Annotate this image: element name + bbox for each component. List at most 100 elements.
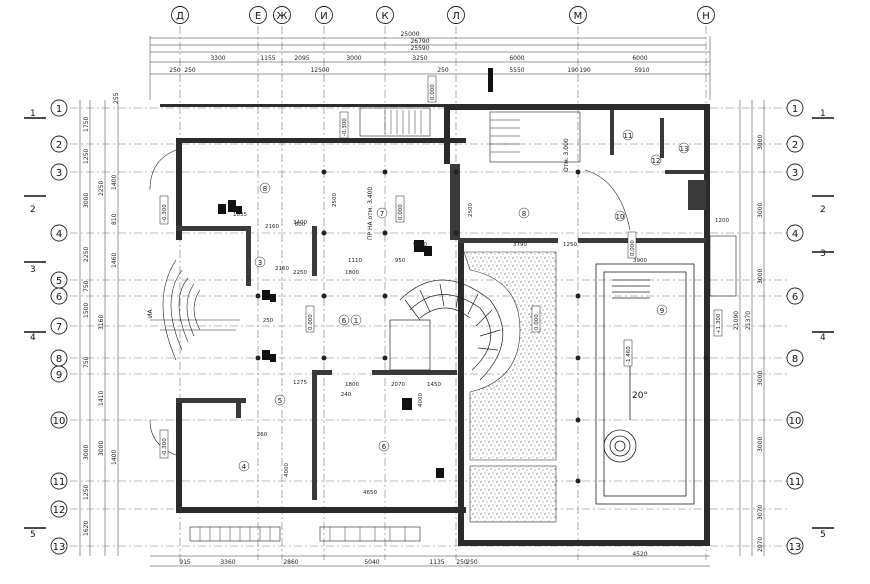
level-note: Отм. 3.000 — [563, 138, 570, 172]
axis-label: И — [320, 11, 327, 22]
row-axis-bubbles-left: 1 2 3 4 5 6 7 8 9 10 11 12 13 — [50, 99, 68, 555]
curved-entry-stairs — [149, 149, 240, 456]
svg-text:6: 6 — [342, 317, 347, 325]
dim-right: 3000 — [757, 371, 764, 386]
svg-text:0.000: 0.000 — [308, 314, 314, 330]
dim-right: 3070 — [757, 505, 764, 520]
windows — [189, 107, 737, 542]
dim-inner: 1450 — [427, 382, 441, 388]
elevation-tag: 0.000 — [531, 305, 541, 333]
room-marker: 6 — [338, 314, 350, 326]
room-marker: 3 — [254, 256, 266, 268]
dim-inner: 5000 — [413, 242, 427, 248]
room-marker: 13 — [678, 142, 690, 154]
svg-text:0.000: 0.000 — [430, 84, 436, 100]
axis-bubble-col-4: И — [315, 6, 333, 24]
bottom-dimension-text: 915 3360 2860 5040 1135 250 250 4520 — [179, 551, 648, 566]
notes: ПР НА отм. 3.400 20° Отм. 3.000 ИА — [147, 138, 648, 401]
room-marker: 9 — [656, 304, 668, 316]
room-marker: 10 — [614, 210, 626, 222]
svg-text:10: 10 — [53, 416, 66, 427]
dim-bottom: 5040 — [364, 559, 379, 566]
svg-text:9: 9 — [660, 307, 664, 315]
elevation-tag: -0.300 — [159, 429, 169, 459]
section-mark: 2 — [820, 205, 826, 215]
dim-inner: 4000 — [284, 463, 290, 477]
svg-text:2: 2 — [792, 140, 798, 151]
elevation-tags: 0.000 0.000 -0.300 0.000 0.000 -1.460 -0… — [159, 75, 723, 459]
svg-text:0.000: 0.000 — [534, 314, 540, 330]
svg-text:10: 10 — [616, 213, 625, 221]
axis-bubble-row: 10 — [50, 411, 68, 429]
interior-walls — [176, 110, 706, 500]
dim-bottom: 1135 — [429, 559, 444, 566]
stair-label: ИА — [147, 309, 154, 318]
room-marker: 11 — [622, 129, 634, 141]
dim-bottom: 250 — [456, 559, 468, 566]
dim-sub: 5910 — [634, 67, 649, 74]
axis-bubble-row: 4 — [50, 224, 68, 242]
axis-bubble-col-8: Н — [697, 6, 715, 24]
interior-dimensions: 3400 5000 3790 1250 3900 1110 950 1800 2… — [233, 193, 729, 496]
svg-text:12: 12 — [53, 505, 66, 516]
room-marker: 8 — [259, 182, 271, 194]
top-dimension-text: 25000 26790 25590 3300 1155 2095 3000 32… — [169, 31, 650, 74]
svg-text:-1.460: -1.460 — [626, 346, 632, 364]
svg-text:+1.300: +1.300 — [716, 313, 722, 334]
dim-sub: 12500 — [310, 67, 329, 74]
dim-left: 3160 — [98, 315, 105, 330]
axis-bubble-row: 13 — [50, 537, 68, 555]
axis-bubble-col-1: Д — [171, 6, 189, 24]
section-mark: 4 — [30, 333, 36, 343]
axis-label: Ж — [277, 11, 288, 22]
elevation-tag: -1.460 — [623, 339, 633, 367]
stair-treads — [199, 110, 422, 541]
svg-text:11: 11 — [53, 477, 66, 488]
axis-bubble-row: 1 — [50, 99, 68, 117]
dim-inner: 250 — [263, 318, 274, 324]
svg-text:13: 13 — [53, 542, 66, 553]
dim-right: 2070 — [757, 537, 764, 552]
dim-inner: 1250 — [563, 242, 577, 248]
dim-left: 2250 — [98, 181, 105, 196]
dim-inner: 240 — [341, 392, 352, 398]
elevation-tag: 0.000 — [627, 231, 637, 259]
axis-bubble-row: 5 — [50, 271, 68, 289]
fixtures — [218, 68, 493, 478]
svg-text:4: 4 — [56, 229, 62, 240]
stair-note: ПР НА отм. 3.400 — [367, 187, 374, 240]
section-mark: 1 — [30, 109, 36, 119]
elevation-tag: +1.300 — [713, 309, 723, 337]
dim-left: 1400 — [111, 450, 118, 465]
dim-inner: 3400 — [293, 220, 307, 226]
section-mark: 3 — [30, 265, 36, 275]
svg-text:3: 3 — [792, 168, 798, 179]
dim-inner: 260 — [257, 432, 268, 438]
terrace-paving — [463, 251, 557, 523]
dim-left: 3000 — [98, 441, 105, 456]
axis-bubble-col-6: Л — [447, 6, 465, 24]
angle-note: 20° — [632, 391, 648, 401]
dim-bottom: 915 — [179, 559, 191, 566]
room-number-markers: 8 7 8 10 11 12 13 6 5 4 3 9 6 1 — [238, 129, 690, 472]
bottom-dimension-lines — [150, 555, 710, 567]
dim-left: 1410 — [98, 391, 105, 406]
svg-text:7: 7 — [56, 322, 62, 333]
axis-bubble-row: 11 — [786, 472, 804, 490]
axis-label: Н — [702, 11, 710, 22]
svg-text:6: 6 — [792, 292, 798, 303]
section-mark: 1 — [820, 109, 826, 119]
dim-inner: 3790 — [513, 242, 527, 248]
dim-left: 1460 — [111, 253, 118, 268]
dim-bottom: 3360 — [220, 559, 235, 566]
svg-text:1: 1 — [56, 104, 62, 115]
axis-bubble-row: 1 — [786, 99, 804, 117]
axis-label: Д — [176, 11, 184, 22]
svg-text:0.000: 0.000 — [398, 204, 404, 220]
dim-inner: 2500 — [468, 203, 474, 217]
axis-bubble-row: 9 — [50, 365, 68, 383]
dim-inner: 1110 — [348, 258, 362, 264]
dim-bottom: 2860 — [283, 559, 298, 566]
dim-sub: 250 — [184, 67, 196, 74]
top-dimension-lines — [149, 36, 711, 100]
